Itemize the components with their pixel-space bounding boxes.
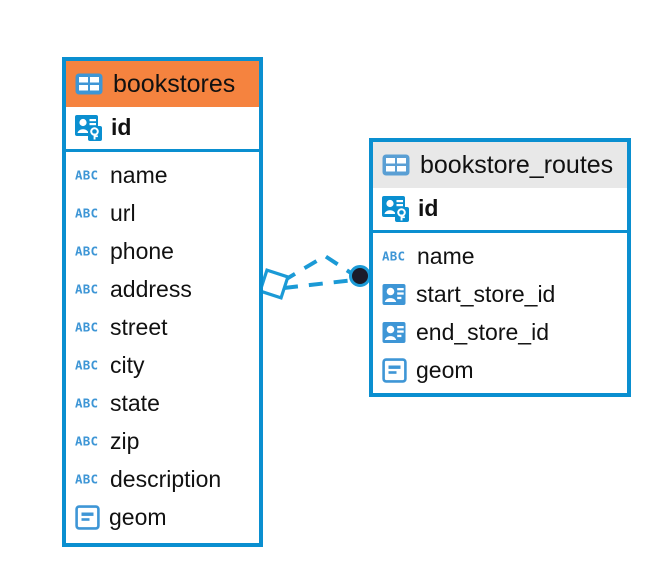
relationship-line-2[interactable] xyxy=(283,278,355,290)
primary-key-icon xyxy=(382,195,409,222)
entity-header-bookstore-routes[interactable]: bookstore_routes xyxy=(373,142,627,188)
field-row-zip[interactable]: ABC zip xyxy=(66,422,259,460)
field-label: id xyxy=(418,195,439,221)
entity-bookstore-routes[interactable]: bookstore_routes id xyxy=(369,138,631,397)
entity-title: bookstores xyxy=(113,69,236,98)
geometry-type-icon xyxy=(382,357,407,383)
text-type-icon: ABC xyxy=(75,358,101,372)
svg-text:ABC: ABC xyxy=(75,472,98,486)
field-label: city xyxy=(110,351,145,378)
field-label: end_store_id xyxy=(416,318,549,345)
field-list-bookstore-routes: ABC name start_store_id xyxy=(373,233,627,394)
text-type-icon: ABC xyxy=(382,249,408,263)
field-row-address[interactable]: ABC address xyxy=(66,270,259,308)
entity-header-bookstores[interactable]: bookstores xyxy=(66,61,259,107)
text-type-icon: ABC xyxy=(75,282,101,296)
svg-text:ABC: ABC xyxy=(75,168,98,182)
field-label: url xyxy=(110,199,136,226)
text-type-icon: ABC xyxy=(75,320,101,334)
svg-text:ABC: ABC xyxy=(75,206,98,220)
text-type-icon: ABC xyxy=(75,206,101,220)
relationship-line-1[interactable] xyxy=(281,253,359,283)
field-label: geom xyxy=(109,503,167,530)
field-label: address xyxy=(110,275,192,302)
table-icon xyxy=(382,154,410,176)
field-row-url[interactable]: ABC url xyxy=(66,194,259,232)
field-row-description[interactable]: ABC description xyxy=(66,460,259,498)
field-row-start-store-id[interactable]: start_store_id xyxy=(373,275,627,313)
field-label: description xyxy=(110,465,222,492)
svg-text:ABC: ABC xyxy=(75,358,98,372)
field-row-street[interactable]: ABC street xyxy=(66,308,259,346)
table-icon xyxy=(75,73,103,95)
field-label: street xyxy=(110,313,168,340)
text-type-icon: ABC xyxy=(75,434,101,448)
text-type-icon: ABC xyxy=(75,168,101,182)
entity-title: bookstore_routes xyxy=(420,150,614,179)
field-label: phone xyxy=(110,237,174,264)
field-row-phone[interactable]: ABC phone xyxy=(66,232,259,270)
entity-bookstores[interactable]: bookstores id xyxy=(62,57,263,547)
primary-key-icon xyxy=(75,114,102,141)
field-label: zip xyxy=(110,427,140,454)
field-label: name xyxy=(417,242,475,269)
field-row-name[interactable]: ABC name xyxy=(373,237,627,275)
text-type-icon: ABC xyxy=(75,396,101,410)
svg-text:ABC: ABC xyxy=(75,434,98,448)
field-label: name xyxy=(110,161,168,188)
svg-text:ABC: ABC xyxy=(75,320,98,334)
field-label: state xyxy=(110,389,160,416)
field-label: id xyxy=(111,114,132,140)
svg-text:ABC: ABC xyxy=(382,249,405,263)
geometry-type-icon xyxy=(75,504,100,530)
svg-text:ABC: ABC xyxy=(75,244,98,258)
foreign-key-icon xyxy=(382,321,407,344)
field-row-name[interactable]: ABC name xyxy=(66,156,259,194)
field-row-primary-key[interactable]: id xyxy=(373,188,627,233)
svg-text:ABC: ABC xyxy=(75,396,98,410)
field-label: start_store_id xyxy=(416,280,556,307)
text-type-icon: ABC xyxy=(75,244,101,258)
field-row-geom[interactable]: geom xyxy=(66,498,259,536)
field-row-end-store-id[interactable]: end_store_id xyxy=(373,313,627,351)
field-row-state[interactable]: ABC state xyxy=(66,384,259,422)
field-row-primary-key[interactable]: id xyxy=(66,107,259,152)
circle-marker[interactable] xyxy=(349,265,371,287)
field-row-geom[interactable]: geom xyxy=(373,351,627,389)
foreign-key-icon xyxy=(382,283,407,306)
diamond-marker[interactable] xyxy=(258,268,290,300)
field-label: geom xyxy=(416,356,474,383)
svg-text:ABC: ABC xyxy=(75,282,98,296)
field-row-city[interactable]: ABC city xyxy=(66,346,259,384)
text-type-icon: ABC xyxy=(75,472,101,486)
field-list-bookstores: ABC name ABC url ABC p xyxy=(66,152,259,541)
